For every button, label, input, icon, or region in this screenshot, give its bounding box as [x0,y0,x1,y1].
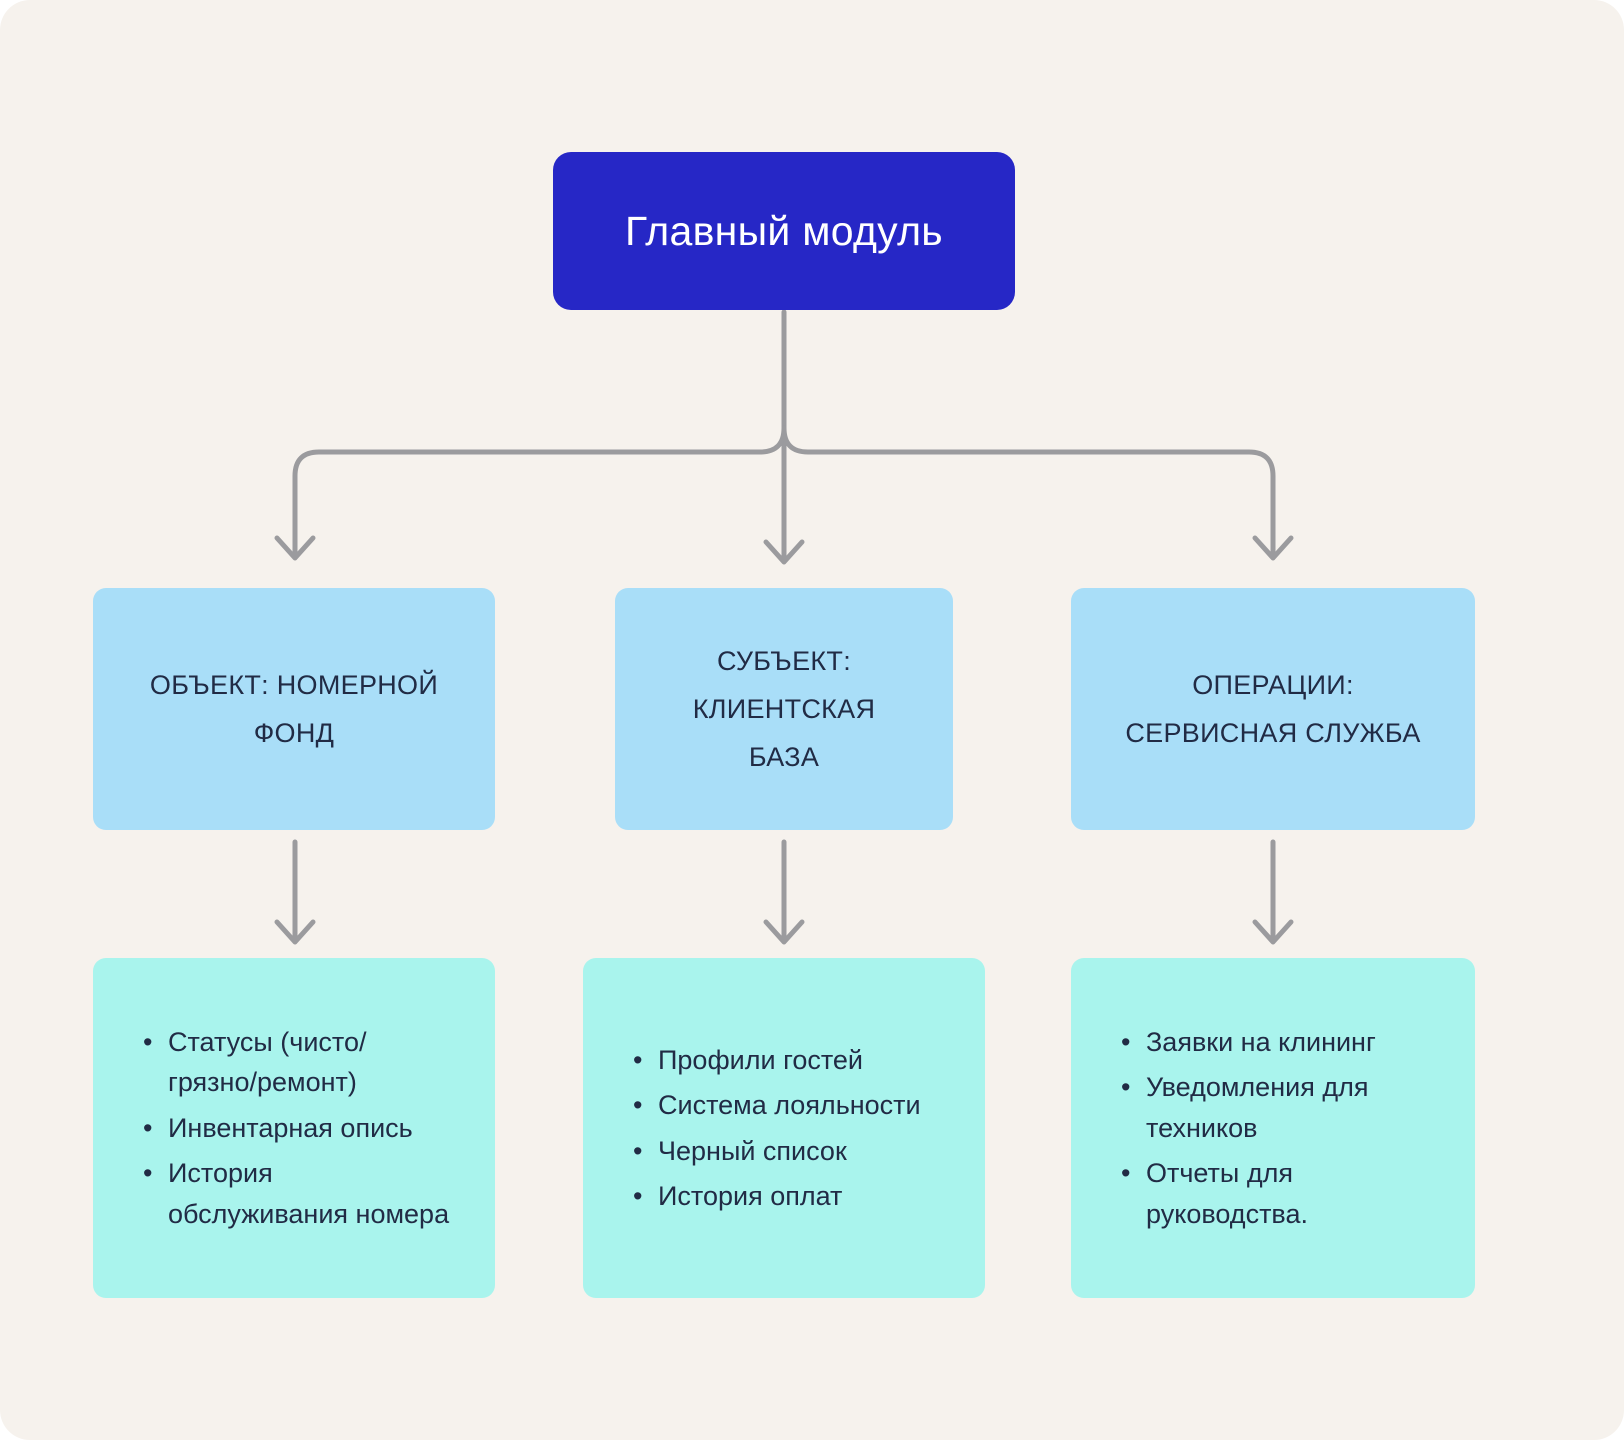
list-item: Уведомления для техников [1119,1067,1432,1148]
list-item: Система лояльности [631,1085,921,1126]
list-item: Отчеты для руководства. [1119,1153,1432,1234]
arrowhead-center-icon [763,539,805,565]
list-item: Заявки на клининг [1119,1022,1432,1063]
arrowhead-left-leaf-icon [274,919,316,945]
node-object-rooms-label: ОБЪЕКТ: НОМЕРНОЙ ФОНД [149,669,439,748]
node-main-module-label: Главный модуль [625,207,943,254]
node-subject-clients: СУБЪЕКТ: КЛИЕНТСКАЯ БАЗА [615,588,953,830]
node-object-rooms-details: Статусы (чисто/грязно/ремонт) Инвентарна… [93,958,495,1298]
arrowhead-right-leaf-icon [1252,919,1294,945]
arrow-root-to-left [292,425,787,559]
arrowhead-left-icon [274,535,316,561]
node-main-module: Главный модуль [553,152,1015,310]
node-subject-clients-details: Профили гостей Система лояльности Черный… [583,958,985,1298]
list-item: История оплат [631,1176,921,1217]
object-rooms-list: Статусы (чисто/грязно/ремонт) Инвентарна… [93,1017,490,1240]
node-operations-service-label: ОПЕРАЦИИ: СЕРВИСНАЯ СЛУЖБА [1125,669,1421,748]
list-item: Инвентарная опись [141,1108,454,1149]
node-operations-service: ОПЕРАЦИИ: СЕРВИСНАЯ СЛУЖБА [1071,588,1475,830]
list-item: Черный список [631,1131,921,1172]
arrowhead-center-leaf-icon [763,919,805,945]
node-subject-clients-label: СУБЪЕКТ: КЛИЕНТСКАЯ БАЗА [692,645,876,773]
arrowhead-right-icon [1252,535,1294,561]
list-item: История обслуживания номера [141,1153,454,1234]
arrow-root-to-right [781,425,1276,559]
node-operations-service-details: Заявки на клининг Уведомления для техник… [1071,958,1475,1298]
list-item: Статусы (чисто/грязно/ремонт) [141,1022,454,1103]
list-item: Профили гостей [631,1040,921,1081]
subject-clients-list: Профили гостей Система лояльности Черный… [583,1035,957,1222]
node-object-rooms: ОБЪЕКТ: НОМЕРНОЙ ФОНД [93,588,495,830]
operations-service-list: Заявки на клининг Уведомления для техник… [1071,1017,1468,1240]
